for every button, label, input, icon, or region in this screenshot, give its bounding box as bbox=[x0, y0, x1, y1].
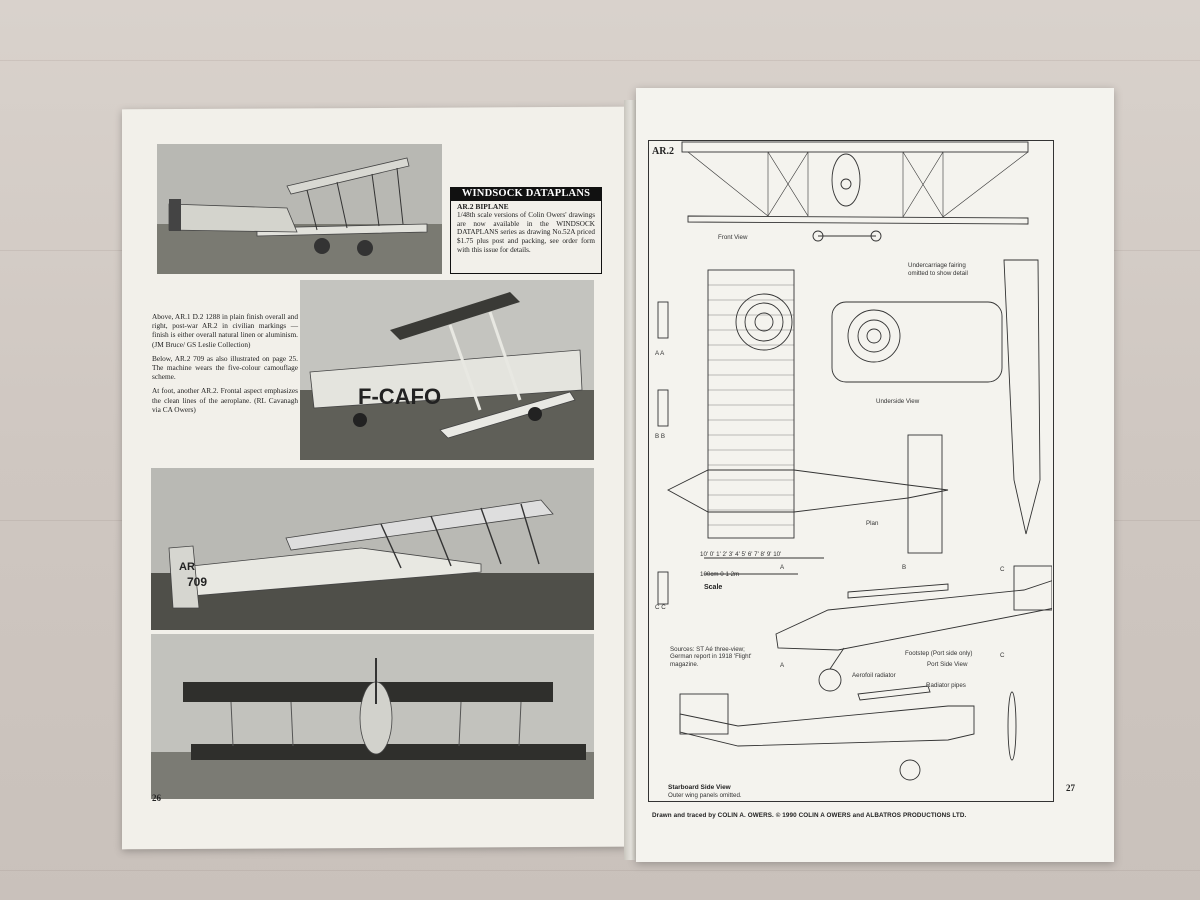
page-number-left: 26 bbox=[152, 793, 161, 803]
photo-ar2-709: AR 709 bbox=[151, 468, 594, 630]
drawing-title: AR.2 bbox=[652, 146, 674, 157]
drawing-credit: Drawn and traced by COLIN A. OWERS. © 19… bbox=[652, 812, 967, 819]
page-number-right: 27 bbox=[1066, 783, 1075, 793]
label-scale-metric: 100cm 0 1 2m bbox=[700, 571, 740, 578]
civil-registration: F-CAFO bbox=[358, 384, 441, 409]
label-scale: Scale bbox=[704, 584, 723, 591]
ad-body: 1/48th scale versions of Colin Owers' dr… bbox=[457, 211, 595, 254]
ad-subheading: AR.2 BIPLANE bbox=[457, 201, 509, 211]
serial-number: 709 bbox=[187, 575, 207, 589]
ad-heading: WINDSOCK DATAPLANS bbox=[451, 188, 601, 201]
marker-c-top: C bbox=[1000, 566, 1005, 573]
sources-note: Sources: ST Aé three-view; German report… bbox=[670, 646, 752, 668]
photo-ar1-biplane bbox=[157, 144, 442, 274]
marker-b-top: B bbox=[902, 564, 907, 571]
label-undercarriage-note-1: Undercarriage fairing bbox=[908, 262, 966, 269]
label-plan: Plan bbox=[866, 520, 879, 527]
label-section-c: C C bbox=[655, 604, 666, 611]
three-view-drawing bbox=[657, 141, 1052, 781]
label-radiator-pipes: Radiator pipes bbox=[926, 682, 966, 689]
label-outer-wing-note: Outer wing panels omitted. bbox=[668, 792, 742, 799]
label-port-side-view: Port Side View bbox=[927, 661, 968, 668]
marker-a-top: A bbox=[780, 564, 785, 571]
caption-paragraph-3: At foot, another AR.2. Frontal aspect em… bbox=[152, 386, 298, 414]
label-underside-view: Underside View bbox=[876, 398, 920, 405]
label-section-a: A A bbox=[655, 350, 665, 357]
photo-ar2-frontal bbox=[151, 634, 594, 799]
label-section-b: B B bbox=[655, 433, 665, 440]
marker-a-bottom: A bbox=[780, 662, 785, 669]
label-undercarriage-note-2: omitted to show detail bbox=[908, 270, 968, 277]
label-scale-feet: 10' 0' 1' 2' 3' 4' 5' 6' 7' 8' 9' 10' bbox=[700, 551, 782, 558]
caption-paragraph-2: Below, AR.2 709 as also illustrated on p… bbox=[152, 353, 298, 382]
label-footstep: Footstep (Port side only) bbox=[905, 650, 973, 657]
serial-prefix: AR bbox=[179, 561, 195, 573]
book-spine bbox=[624, 100, 638, 860]
windsock-dataplans-ad: WINDSOCK DATAPLANS AR.2 BIPLANE 1/48th s… bbox=[450, 187, 602, 274]
drawing-frame bbox=[648, 140, 1054, 802]
label-aerofoil-radiator: Aerofoil radiator bbox=[852, 672, 896, 679]
label-front-view: Front View bbox=[718, 234, 748, 241]
caption-paragraph-1: Above, AR.1 D.2 1288 in plain finish ove… bbox=[152, 312, 298, 349]
photo-caption: Above, AR.1 D.2 1288 in plain finish ove… bbox=[152, 312, 298, 419]
marker-c-bottom: C bbox=[1000, 652, 1005, 659]
photo-ar2-civil: F-CAFO bbox=[300, 280, 594, 460]
label-starboard-side-view: Starboard Side View bbox=[668, 784, 731, 791]
